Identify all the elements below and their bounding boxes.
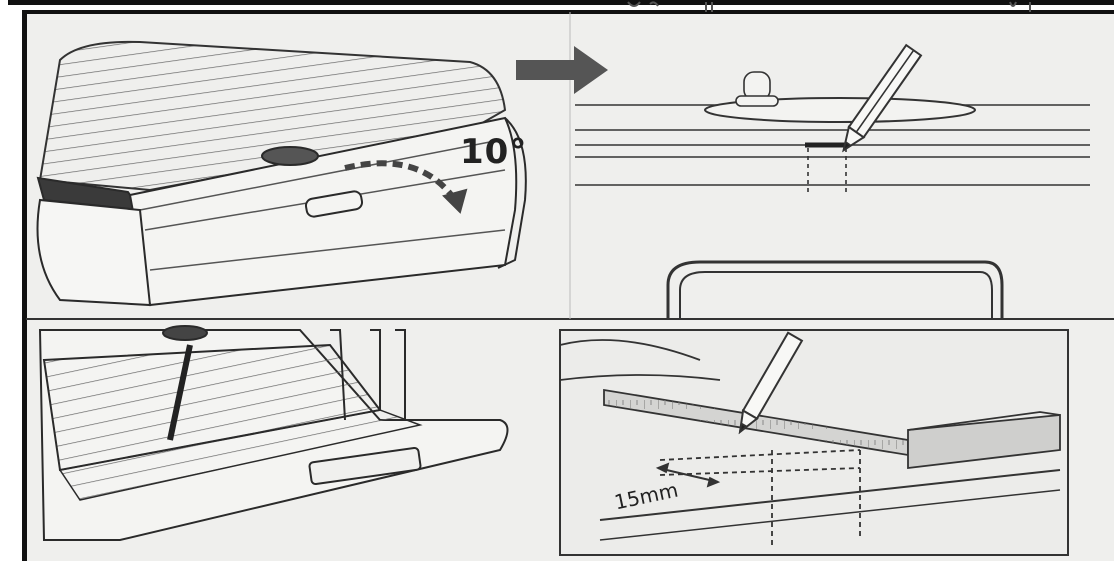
bed-lock bbox=[162, 325, 208, 341]
panel-tailgate-tilt bbox=[36, 40, 527, 307]
tailgate-handle bbox=[304, 190, 364, 218]
bed-edge bbox=[599, 469, 1061, 521]
pencil-icon bbox=[842, 43, 923, 153]
cover-lock bbox=[261, 146, 319, 166]
panel-truck-bed bbox=[38, 325, 509, 541]
measure-guides bbox=[659, 449, 861, 476]
pencil-icon-bed bbox=[167, 344, 193, 441]
curved-arrow-head bbox=[442, 188, 468, 214]
handle-outline-inner bbox=[679, 271, 993, 319]
dimension-line bbox=[657, 467, 719, 483]
truck-corner bbox=[497, 117, 527, 269]
bed-posts bbox=[330, 329, 406, 421]
top-border bbox=[0, 0, 1114, 5]
dimension-arrowheads bbox=[655, 462, 721, 488]
arrow-right-icon bbox=[516, 46, 608, 94]
ruler-ticks bbox=[604, 390, 908, 455]
truck-side bbox=[36, 198, 152, 307]
bed-edge-lower bbox=[599, 489, 1061, 541]
scan-artifacts bbox=[627, 1, 1031, 12]
tilt-angle-label: 10° bbox=[460, 132, 528, 172]
key-base bbox=[735, 95, 779, 107]
bed-grooves bbox=[58, 409, 423, 501]
panel-measure-offset bbox=[559, 331, 1061, 548]
roller-cover bbox=[38, 40, 507, 192]
bed-handle bbox=[308, 446, 422, 486]
spacer-block bbox=[907, 414, 1061, 470]
pencil-icon-ruler bbox=[738, 331, 804, 435]
spacer-block-top bbox=[907, 411, 1061, 431]
curved-arrow-icon bbox=[344, 160, 458, 202]
handle-outline bbox=[666, 260, 1004, 319]
panel-mark-position bbox=[575, 43, 1090, 319]
edge-contour bbox=[559, 339, 721, 381]
left-margin bbox=[0, 0, 8, 561]
